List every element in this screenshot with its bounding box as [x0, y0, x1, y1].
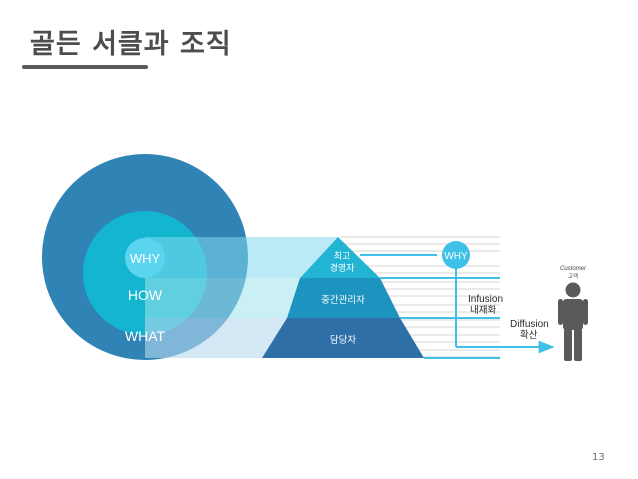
pyramid-top-label-line2: 경영자: [330, 262, 356, 274]
page-number: 13: [592, 452, 605, 463]
pyramid-bottom-level: [262, 318, 424, 358]
customer-label-ko: 고객: [568, 273, 578, 280]
flow-lines: [360, 254, 555, 359]
why-circle: [125, 238, 165, 278]
pyramid-middle-label: 중간관리자: [321, 295, 365, 306]
what-label: WHAT: [125, 328, 166, 344]
how-projection-band: [145, 278, 300, 318]
why-badge: [442, 241, 470, 269]
pyramid-top-label-line1: 최고: [334, 251, 351, 262]
slide-title: 골든 서클과 조직: [30, 29, 232, 60]
what-projection-band: [145, 318, 287, 358]
diffusion-label-ko: 확산: [520, 329, 538, 341]
pyramid-middle-level: [287, 278, 400, 318]
why-badge-label: WHY: [444, 251, 468, 262]
infusion-label-en: Infusion: [468, 294, 503, 305]
pyramid-top-band: [300, 237, 380, 278]
customer-person-icon: [558, 282, 588, 361]
infusion-label-ko: 내재화: [470, 305, 496, 316]
why-label: WHY: [130, 251, 161, 266]
pyramid-bottom-label: 담당자: [330, 334, 356, 346]
how-label: HOW: [128, 287, 163, 303]
customer-label-en: Customer: [560, 266, 587, 272]
diffusion-label-en: Diffusion: [510, 319, 549, 330]
title-underline: [22, 65, 148, 69]
why-projection-band: [145, 237, 338, 278]
